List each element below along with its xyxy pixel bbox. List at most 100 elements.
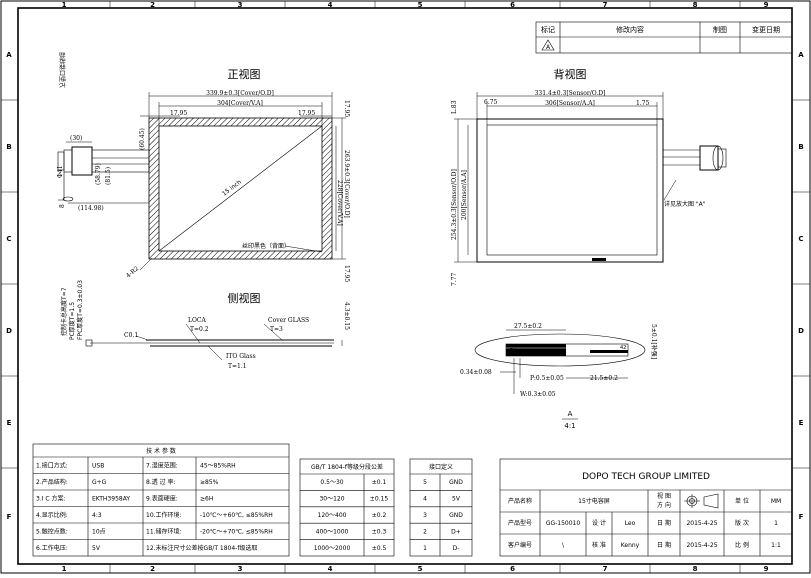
col-label-bottom: 7 bbox=[603, 565, 608, 573]
col-label-bottom: 4 bbox=[328, 565, 333, 573]
col-label-bottom: 6 bbox=[510, 565, 515, 573]
col-label-top: 8 bbox=[693, 1, 698, 9]
spec-value: G+G bbox=[92, 479, 107, 486]
row-label-right: C bbox=[798, 235, 803, 243]
spec-title: 技 术 参 数 bbox=[146, 447, 176, 455]
pin-number: 1 bbox=[423, 545, 427, 552]
front-view: 正视图 15 inch 339.9±0.3[Cover/O.D] 304[Cov… bbox=[57, 52, 350, 282]
detail-note: 详见放大图 "A" bbox=[664, 200, 706, 208]
pin-signal: D- bbox=[453, 545, 460, 552]
row-label-left: B bbox=[6, 143, 11, 151]
unit-label: 单 位 bbox=[735, 497, 749, 505]
tolerance-range: 120～400 bbox=[318, 512, 347, 519]
dim-bottom-right: 17.95 bbox=[343, 265, 350, 282]
row-label-left: A bbox=[6, 51, 12, 59]
inner-frame bbox=[17, 7, 793, 565]
detail-scale: 4:1 bbox=[564, 422, 575, 430]
revision-triangle-icon bbox=[541, 39, 555, 51]
back-label-mark bbox=[592, 258, 606, 261]
design-label: 设 计 bbox=[592, 519, 606, 527]
pin-number: 4 bbox=[423, 496, 427, 503]
dim-phi: Φ41 bbox=[57, 165, 64, 178]
tolerance-value: ±0.5 bbox=[372, 545, 387, 552]
corner-radius: 4-R2 bbox=[125, 265, 141, 280]
side-view-title: 侧视图 bbox=[228, 291, 261, 305]
unit-value: MM bbox=[771, 498, 781, 505]
date-1: 2015-4-25 bbox=[686, 520, 717, 527]
tolerance-value: ±0.1 bbox=[372, 479, 387, 486]
model-value: GG-150010 bbox=[546, 520, 581, 527]
pin-number: 2 bbox=[423, 528, 427, 535]
ito-t: T=1.1 bbox=[228, 363, 247, 370]
scale-value: 1:1 bbox=[771, 542, 781, 549]
col-label-top: 9 bbox=[764, 1, 769, 9]
dim-left-margin: 17.95 bbox=[170, 110, 187, 117]
dim-back-height-od: 254.3±0.3[Sensor/O.D] bbox=[451, 169, 458, 240]
spec-value: -20℃～+70℃, ≤85%RH bbox=[200, 528, 273, 535]
rev-header-drafter: 制图 bbox=[713, 25, 727, 34]
col-label-bottom: 5 bbox=[418, 565, 423, 573]
back-view: 背视图 331.4±0.3[Sensor/O.D] 306[Sensor/A.A… bbox=[451, 67, 727, 286]
dim-sensor-va: 306[Sensor/A.A] bbox=[545, 100, 595, 107]
product-name-label: 产品名称 bbox=[508, 497, 532, 505]
view-dir-label-1: 视 图 bbox=[657, 492, 671, 500]
spec-value: -10℃～+60℃, ≤85%RH bbox=[200, 512, 273, 519]
projection-icon bbox=[684, 493, 719, 509]
c0-1-label: C0.1 bbox=[124, 332, 138, 339]
col-label-bottom: 1 bbox=[62, 565, 67, 573]
spec-name: 5.触控点数: bbox=[36, 527, 68, 535]
pin-right: 42 bbox=[620, 345, 626, 351]
dim-21-5: 21.5±0.2 bbox=[590, 375, 618, 382]
version-value: 1 bbox=[774, 520, 778, 527]
pin-signal: GND bbox=[449, 512, 463, 519]
spec-name: 11.储存环境: bbox=[146, 527, 182, 535]
spec-value: 5V bbox=[92, 545, 101, 552]
spec-name: 4.显示比例: bbox=[36, 511, 68, 519]
spec-value: 45～85%RH bbox=[200, 462, 236, 469]
dim-30: (30) bbox=[70, 135, 82, 142]
spec-name: 7.湿度范围: bbox=[146, 461, 178, 469]
col-label-top: 2 bbox=[150, 1, 155, 9]
dim-5: 5±0.1[补强] bbox=[650, 324, 658, 359]
customer-value: \ bbox=[562, 542, 565, 549]
spec-name: 3.I C 方案: bbox=[36, 494, 66, 502]
col-label-top: 4 bbox=[328, 1, 333, 9]
dim-cover-va: 304[Cover/V.A] bbox=[217, 100, 263, 107]
front-diagonal bbox=[158, 125, 323, 252]
title-block: DOPO TECH GROUP LIMITED 产品名称 15寸电容屏 视 图 … bbox=[499, 458, 793, 557]
interface-title: 接口定义 bbox=[429, 463, 453, 471]
spec-name: 1.接口方式: bbox=[36, 461, 68, 469]
back-fpc-cable bbox=[663, 149, 701, 166]
dim-l83: L.83 bbox=[451, 100, 458, 114]
col-label-top: 3 bbox=[238, 1, 243, 9]
tolerance-range: 30～120 bbox=[319, 496, 344, 503]
row-label-right: F bbox=[799, 513, 804, 521]
tolerance-value: ±0.15 bbox=[370, 496, 389, 503]
dim-58-79: (58.79) bbox=[95, 163, 102, 185]
dim-cover-od: 339.9±0.3[Cover/O.D] bbox=[206, 90, 274, 97]
dim-27-5: 27.5±0.2 bbox=[514, 323, 542, 330]
cover-glass-label: Cover GLASS bbox=[268, 317, 309, 324]
rev-header-content: 修改内容 bbox=[616, 25, 644, 34]
side-note-3: PC厚度T=1.5 bbox=[68, 302, 76, 340]
spec-name: 12.未标注尺寸公差按GB/T 1804-f级选取 bbox=[146, 544, 257, 552]
tolerance-range: 400～1000 bbox=[316, 528, 349, 535]
silk-note: 丝印黑色（背面） bbox=[242, 242, 290, 250]
dim-6-75: 6.75 bbox=[484, 99, 498, 106]
dim-pitch: P:0.5±0.05 bbox=[530, 375, 564, 382]
row-label-left: E bbox=[7, 419, 12, 427]
row-label-right: A bbox=[798, 51, 804, 59]
spec-name: 10.工作环境: bbox=[146, 511, 182, 519]
rev-mark: A bbox=[546, 44, 551, 51]
usb-connector bbox=[71, 146, 93, 176]
pin-signal: D+ bbox=[451, 528, 461, 535]
spec-name: 9.表面硬度: bbox=[146, 494, 178, 502]
scale-label: 比 例 bbox=[735, 541, 749, 549]
rev-header-date: 变更日期 bbox=[752, 25, 780, 34]
date-2: 2015-4-25 bbox=[686, 542, 717, 549]
